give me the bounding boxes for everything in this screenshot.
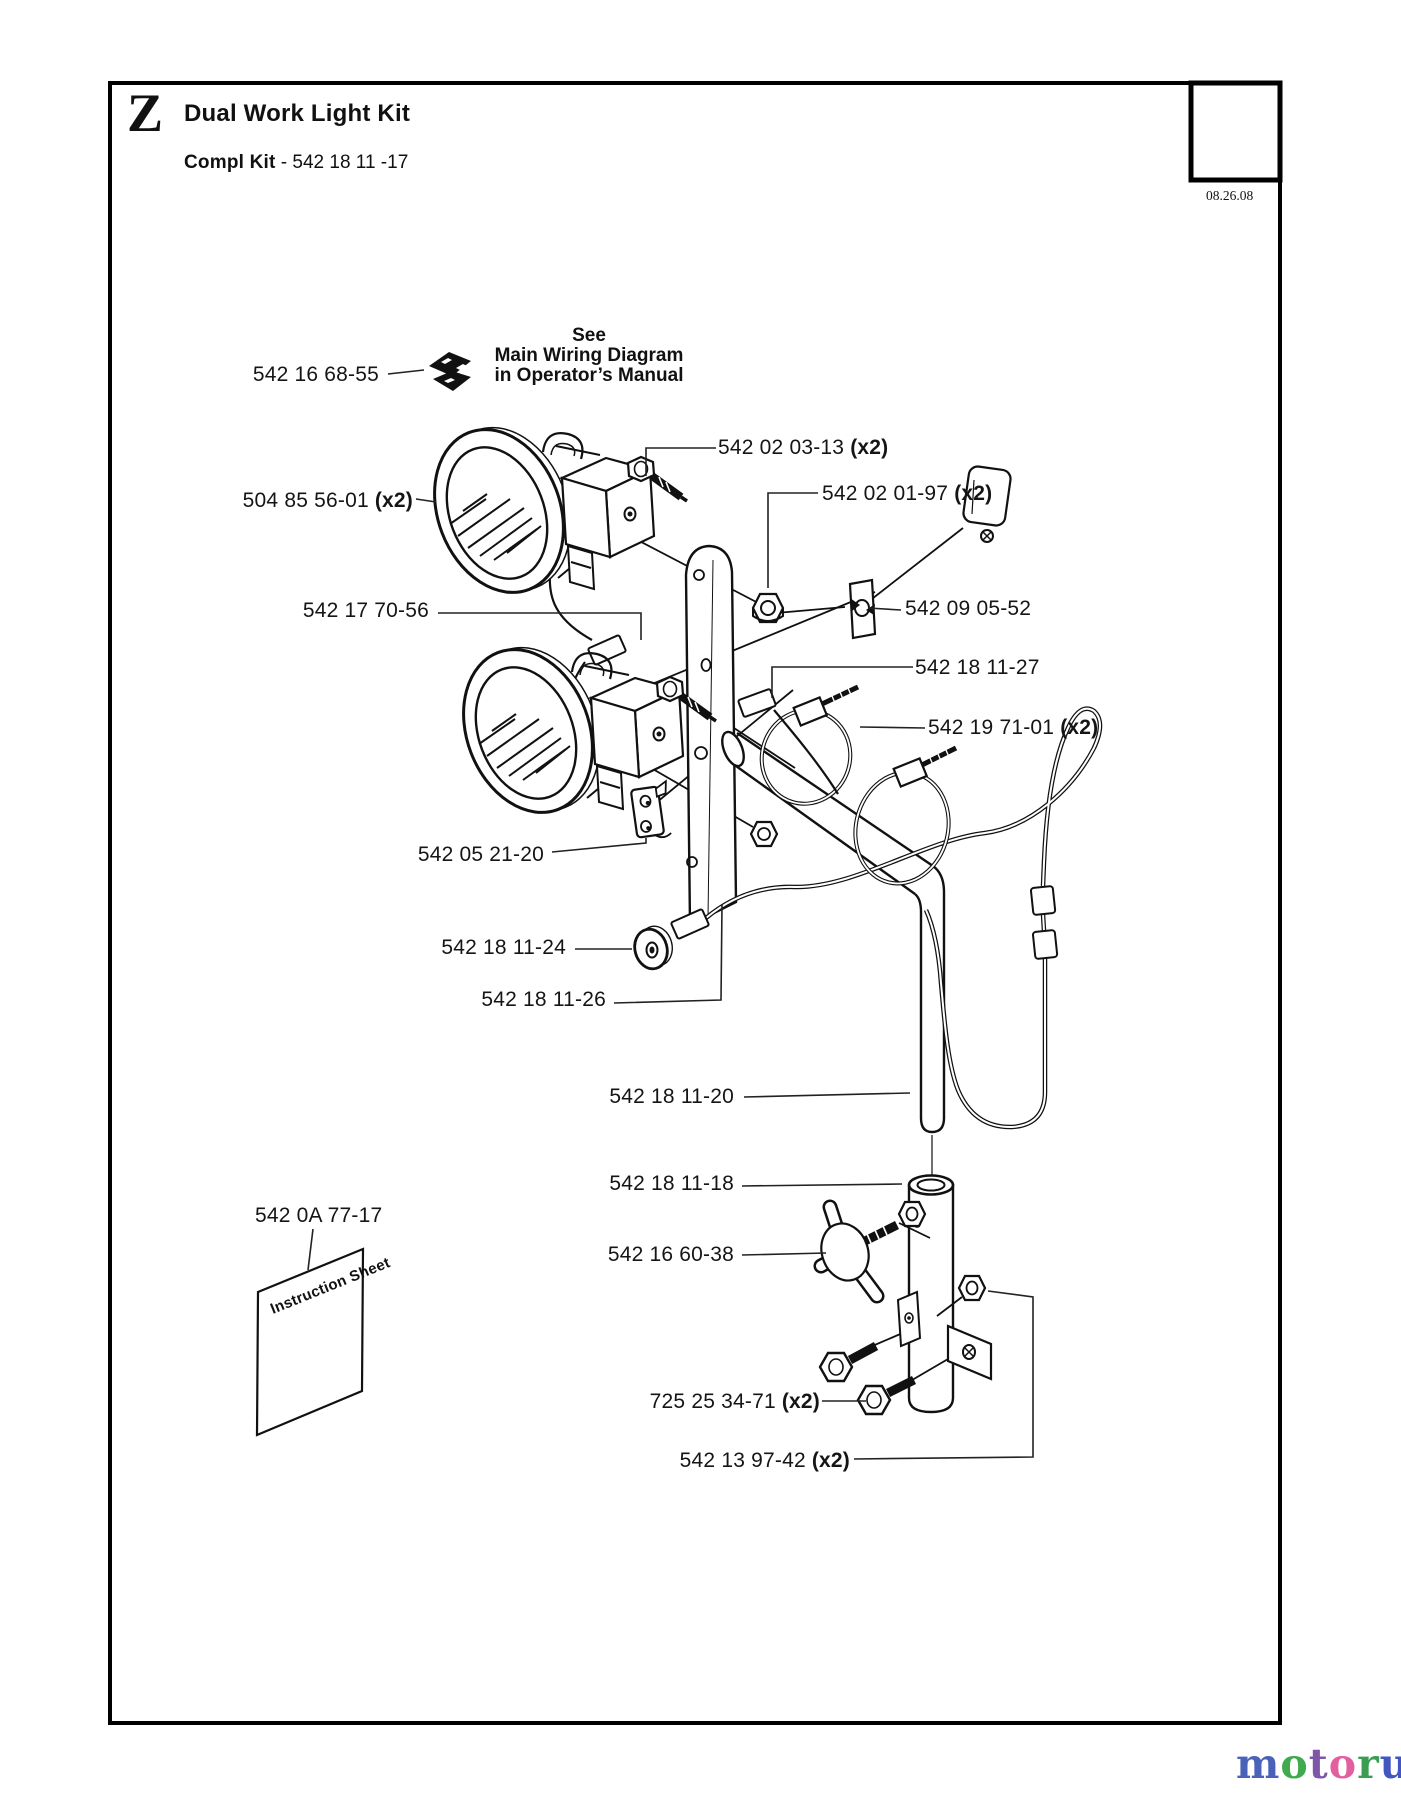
part-label-542-02-03-13: 542 02 03-13(x2) [718, 436, 889, 459]
mount-nut [957, 1274, 987, 1302]
logo-letter: u [1379, 1740, 1401, 1788]
hex-bolt-1 [818, 1342, 879, 1383]
hex-bolt-2 [856, 1375, 917, 1416]
washer [633, 925, 673, 971]
cable-connector [670, 908, 710, 940]
spring-clip [848, 578, 877, 640]
kit-label: Compl Kit [184, 152, 276, 173]
jumper-connector [737, 688, 777, 718]
wiring-connector-icon [429, 352, 471, 391]
inline-connector-1 [1029, 885, 1057, 916]
part-label-542-02-01-97: 542 02 01-97(x2) [822, 482, 993, 505]
wiring-note-line: See [572, 325, 606, 346]
logo-letter: m [1236, 1740, 1281, 1788]
part-label-542-17-70-56: 542 17 70-56 [302, 599, 429, 622]
kit-number-line: Compl Kit - 542 18 11 -17 [184, 152, 408, 174]
kit-number: - 542 18 11 -17 [275, 152, 409, 173]
part-label-542-09-05-52: 542 09 05-52 [905, 597, 1032, 620]
part-label-542-0A-77-17: 542 0A 77-17 [255, 1204, 383, 1227]
part-label-542-18-11-20: 542 18 11-20 [609, 1085, 734, 1108]
harness-cable [670, 706, 1103, 1130]
cable-ties [759, 684, 958, 886]
logo-letter: o [1280, 1740, 1309, 1788]
page-border [108, 80, 1283, 1725]
part-label-542-18-11-26: 542 18 11-26 [481, 988, 606, 1011]
reflector-bracket [962, 465, 1012, 543]
part-label-542-18-11-27: 542 18 11-27 [915, 656, 1040, 679]
part-label-725-25-34-71: 725 25 34-71(x2) [649, 1390, 820, 1413]
motoruf-logo[interactable]: motoruf.de [1236, 1744, 1401, 1785]
page-title: Dual Work Light Kit [184, 100, 411, 127]
leader-lines [307, 369, 1034, 1460]
revision-box [1188, 80, 1283, 183]
mounting-plate [684, 544, 738, 927]
work-light-2 [441, 629, 716, 832]
part-label-542-16-60-38: 542 16 60-38 [607, 1243, 734, 1266]
wiring-note-line: Main Wiring Diagram [494, 345, 684, 366]
logo-letter: o [1328, 1740, 1358, 1788]
section-letter: Z [127, 83, 164, 143]
stud-nut [897, 1200, 927, 1228]
part-label-542-16-68-55: 542 16 68-55 [252, 363, 379, 386]
instruction-sheet [255, 1247, 365, 1437]
light-bar-pole [721, 730, 946, 1182]
logo-letter: r [1357, 1740, 1380, 1788]
logo-letter: t [1308, 1740, 1329, 1788]
wire-connector [587, 634, 627, 666]
star-knob [813, 1199, 900, 1304]
flange-nuts [749, 592, 785, 848]
wiring-note: See Main Wiring Diagram in Operator’s Ma… [488, 326, 690, 386]
wiring-note-line: in Operator’s Manual [494, 365, 684, 386]
inline-connector-2 [1031, 929, 1059, 960]
part-label-542-18-11-18: 542 18 11-18 [609, 1172, 734, 1195]
part-label-542-13-97-42: 542 13 97-42(x2) [679, 1449, 850, 1472]
part-label-542-05-21-20: 542 05 21-20 [417, 843, 544, 866]
mount-bracket-plate [946, 1324, 993, 1381]
toggle-switch [630, 779, 672, 839]
part-label-542-19-71-01: 542 19 71-01(x2) [928, 716, 1099, 739]
part-label-542-18-11-24: 542 18 11-24 [441, 936, 566, 959]
revision-date: 08.26.08 [1206, 188, 1254, 203]
part-label-504-85-56-01: 504 85 56-01(x2) [242, 489, 413, 512]
tube-bracket-left [896, 1290, 922, 1348]
bottom-hardware [813, 1199, 993, 1416]
